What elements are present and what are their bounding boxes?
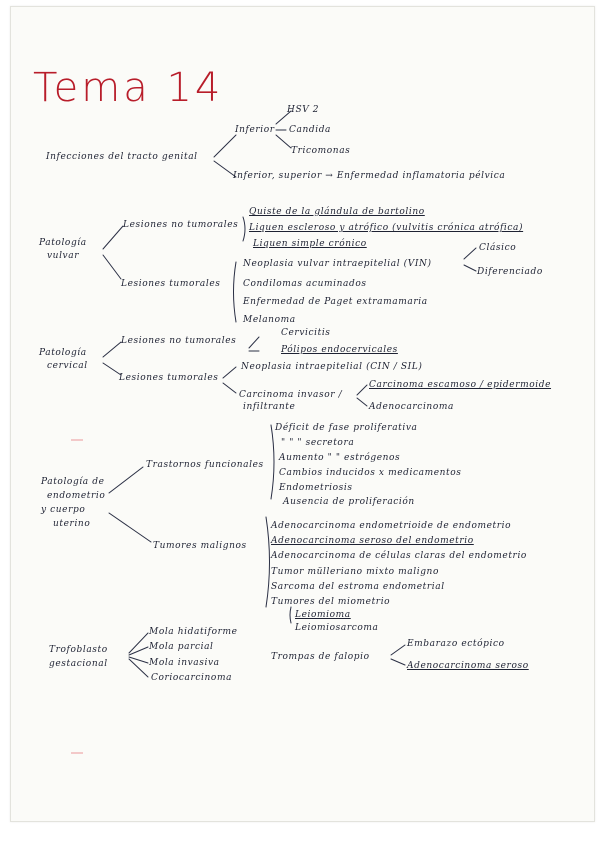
cervical-t-invasor: Carcinoma invasor / infiltrante — [239, 389, 342, 413]
trofoblasto-root-line1: Trofoblasto — [49, 645, 108, 655]
inferior-node: Inferior — [235, 125, 275, 135]
func-deficit-proliferativa: Déficit de fase proliferativa — [275, 423, 418, 433]
candida-leaf: Candida — [289, 125, 332, 135]
cervical-root-line2: cervical — [47, 361, 88, 371]
infecciones-root: Infecciones del tracto genital — [46, 152, 198, 162]
mola-parcial: Mola parcial — [149, 642, 214, 652]
margin-mark — [71, 439, 83, 441]
invasor-line1: Carcinoma invasor / — [239, 390, 343, 400]
mola-hidatiforme: Mola hidatiforme — [149, 627, 238, 637]
vulvar-t-condilomas: Condilomas acuminados — [243, 279, 367, 289]
superior-node: Inferior, superior → Enfermedad inflamat… — [233, 171, 506, 181]
vulvar-tumorales: Lesiones tumorales — [121, 279, 221, 289]
page-title: Tema 14 — [33, 65, 224, 111]
miometrio-leiomiosarcoma: Leiomiosarcoma — [295, 623, 379, 633]
cervical-root: Patología cervical — [39, 347, 88, 373]
vin-clasico: Clásico — [479, 243, 517, 253]
vulvar-nt-bartolino: Quiste de la glándula de bartolino — [249, 207, 425, 217]
func-medicamentos: Cambios inducidos x medicamentos — [279, 468, 462, 478]
mal-miometrio: Tumores del miometrio — [271, 597, 391, 607]
cervical-root-line1: Patología — [39, 348, 87, 358]
trastornos-funcionales: Trastornos funcionales — [146, 460, 264, 470]
endometrio-root-line1: Patología de — [41, 477, 105, 487]
mal-seroso: Adenocarcinoma seroso del endometrio — [271, 536, 474, 546]
func-ausencia-proliferacion: Ausencia de proliferación — [283, 497, 415, 507]
vulvar-no-tumorales: Lesiones no tumorales — [123, 220, 239, 230]
miometrio-leiomioma: Leiomioma — [295, 610, 351, 620]
margin-mark — [71, 752, 83, 754]
notebook-page: Tema 14 Infecciones del tracto genital I… — [10, 6, 595, 822]
cervical-no-tumorales: Lesiones no tumorales — [121, 336, 237, 346]
func-estrogenos: Aumento " " estrógenos — [279, 453, 401, 463]
cervical-t-adenocarcinoma: Adenocarcinoma — [369, 402, 454, 412]
cervical-nt-polipos: Pólipos endocervicales — [281, 345, 398, 355]
vulvar-t-melanoma: Melanoma — [243, 315, 296, 325]
invasor-line2: infiltrante — [243, 402, 296, 412]
vulvar-t-paget: Enfermedad de Paget extramamaria — [243, 297, 428, 307]
vulvar-nt-liquen-escleroso: Liquen escleroso y atrófico (vulvitis cr… — [249, 223, 524, 233]
connector-lines — [102, 110, 477, 678]
vin-diferenciado: Diferenciado — [477, 267, 543, 277]
endometrio-root-line4: uterino — [53, 519, 91, 529]
mal-endometrioide: Adenocarcinoma endometrioide de endometr… — [271, 521, 512, 531]
cervical-tumorales: Lesiones tumorales — [119, 373, 219, 383]
vulvar-root: Patología vulvar — [39, 237, 87, 263]
vulvar-t-vin: Neoplasia vulvar intraepitelial (VIN) — [243, 259, 432, 269]
mal-sarcoma: Sarcoma del estroma endometrial — [271, 582, 445, 592]
endometrio-root-line2: endometrio — [47, 491, 106, 501]
vulvar-nt-liquen-simple: Liquen simple crónico — [253, 239, 367, 249]
endometrio-root: Patología de endometrio y cuerpo uterino — [41, 475, 105, 531]
trompas-adenocarcinoma: Adenocarcinoma seroso — [407, 661, 529, 671]
cervical-nt-cervicitis: Cervicitis — [281, 328, 331, 338]
func-endometriosis: Endometriosis — [279, 483, 353, 493]
mal-celulas-claras: Adenocarcinoma de células claras del end… — [271, 551, 527, 561]
vulvar-root-line1: Patología — [39, 238, 87, 248]
cervical-t-escamoso: Carcinoma escamoso / epidermoide — [369, 380, 552, 390]
coriocarcinoma: Coriocarcinoma — [151, 673, 233, 683]
tumores-malignos: Tumores malignos — [153, 541, 247, 551]
trompas-ectopico: Embarazo ectópico — [407, 639, 505, 649]
vulvar-root-line2: vulvar — [47, 251, 80, 261]
trompas-root: Trompas de falopio — [271, 652, 370, 662]
func-secretora: " " " secretora — [281, 438, 355, 448]
hsv-leaf: HSV 2 — [287, 105, 320, 115]
mal-mulleriano: Tumor mülleriano mixto maligno — [271, 567, 439, 577]
mola-invasiva: Mola invasiva — [149, 658, 220, 668]
tricomonas-leaf: Tricomonas — [291, 146, 351, 156]
cervical-t-cin: Neoplasia intraepitelial (CIN / SIL) — [241, 362, 423, 372]
trofoblasto-root-line2: gestacional — [49, 659, 108, 669]
trofoblasto-root: Trofoblasto gestacional — [49, 643, 108, 671]
endometrio-root-line3: y cuerpo — [41, 505, 86, 515]
